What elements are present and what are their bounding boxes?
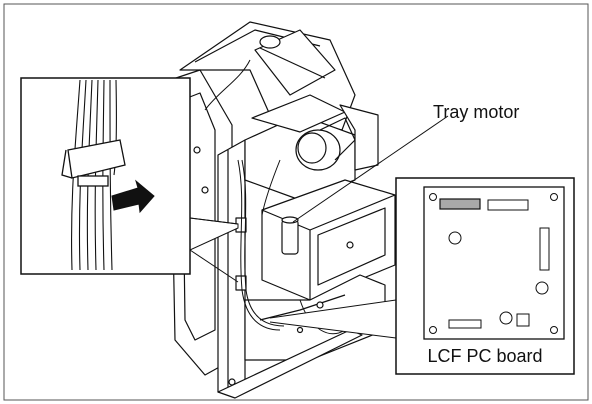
clamp-body xyxy=(67,139,126,179)
board-leader-line xyxy=(269,299,397,319)
wire-harness xyxy=(204,59,346,335)
tray-motor-label: Tray motor xyxy=(433,102,519,122)
lcf-unit-assembly xyxy=(169,21,396,399)
pc-board xyxy=(423,186,565,340)
tray-motor-mount xyxy=(319,117,356,161)
tray-motor-face xyxy=(297,132,327,164)
connector-top xyxy=(487,199,529,211)
right-bracket xyxy=(339,104,379,171)
box-screw xyxy=(346,241,354,249)
left-panel-inner-edge xyxy=(181,92,216,341)
board-component-round xyxy=(499,311,513,325)
arrow-right-icon xyxy=(111,179,155,214)
top-roller-end xyxy=(259,35,281,49)
board-mount-hole xyxy=(429,326,437,334)
board-component-square xyxy=(516,313,530,327)
lower-frame-rail xyxy=(259,294,346,321)
electrical-box xyxy=(261,179,396,301)
clamp-tab xyxy=(77,175,109,187)
frame-screw xyxy=(296,326,304,334)
wire-clamp-detail xyxy=(20,77,239,283)
bottom-rail xyxy=(217,329,363,399)
electrical-box-panel xyxy=(317,207,386,286)
board-mount-hole xyxy=(550,326,558,334)
connector-bottom xyxy=(448,319,482,329)
harness-wire xyxy=(241,159,285,327)
board-leader-fill xyxy=(270,300,396,338)
harness-wire xyxy=(204,59,251,111)
board-component-round xyxy=(535,281,549,295)
detail-clamp xyxy=(61,139,126,187)
harness-wire xyxy=(237,159,281,331)
highlighted-connector xyxy=(439,198,481,210)
detail-wire xyxy=(102,79,105,271)
board-components xyxy=(429,193,558,334)
board-component-round xyxy=(448,231,462,245)
frame-screw xyxy=(316,301,324,309)
lcf-pc-board-label: LCF PC board xyxy=(427,346,542,366)
detail-wire xyxy=(94,79,99,271)
board-mount-hole xyxy=(550,193,558,201)
detail-leader-line xyxy=(189,217,239,225)
capacitor-body xyxy=(281,219,299,255)
board-leader-line xyxy=(269,321,397,339)
tray-motor-body xyxy=(295,129,341,171)
detail-wire xyxy=(109,79,113,271)
detail-leader-line xyxy=(189,249,239,283)
harness-wire xyxy=(261,159,281,216)
pc-board-detail: LCF PC board xyxy=(269,177,575,375)
roller-shaft xyxy=(259,47,326,79)
clamp-hook xyxy=(61,149,73,179)
panel-hole xyxy=(201,186,209,194)
tray-motor-leader xyxy=(292,115,449,223)
figure-frame xyxy=(3,3,589,401)
board-mount-hole xyxy=(429,193,437,201)
detail-wire-bundle xyxy=(71,79,117,271)
detail-wire xyxy=(86,79,93,271)
harness-wire xyxy=(299,299,346,335)
panel-hole xyxy=(193,146,201,154)
connector-right xyxy=(539,227,550,271)
